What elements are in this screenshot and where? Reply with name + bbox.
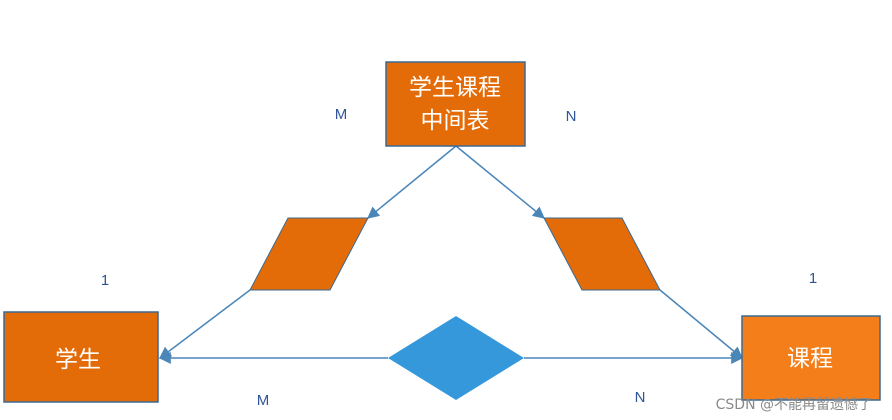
student-entity: 学生	[3, 311, 159, 403]
junction-table-entity: 学生课程 中间表	[385, 61, 526, 147]
cardinality-bottom-right: N	[635, 389, 646, 406]
line-left-relation-to-student	[159, 289, 251, 359]
cardinality-top-right: N	[566, 108, 577, 125]
cardinality-course-one: 1	[809, 270, 817, 287]
course-label: 课程	[787, 346, 833, 372]
junction-table-label-line2: 中间表	[421, 108, 490, 134]
watermark: CSDN @不能再留遗憾了	[715, 397, 872, 413]
line-junction-to-right-relation	[455, 145, 545, 219]
line-junction-to-left-relation	[367, 145, 457, 219]
cardinality-bottom-left: M	[257, 392, 270, 409]
cardinality-top-left: M	[335, 106, 348, 123]
course-entity: 课程	[741, 315, 881, 401]
cardinality-student-one: 1	[101, 272, 109, 289]
relationship-diamond	[388, 316, 524, 400]
student-label: 学生	[55, 347, 101, 373]
right-relationship-parallelogram	[543, 217, 661, 291]
line-right-relation-to-course	[659, 289, 743, 359]
junction-table-label-line1: 学生课程	[409, 75, 501, 101]
left-relationship-parallelogram	[249, 217, 369, 291]
